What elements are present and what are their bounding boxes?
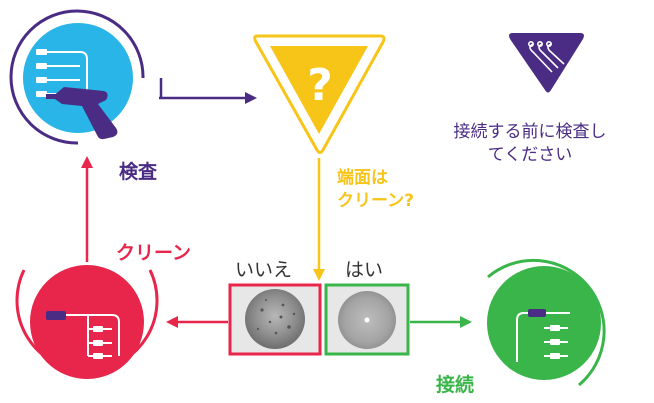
brand-logo-icon bbox=[509, 33, 584, 93]
instruction-line2: てください bbox=[487, 145, 573, 165]
arrow-no-to-clean bbox=[166, 316, 228, 328]
clean-endface-image bbox=[324, 283, 410, 356]
inspection-probe-icon bbox=[36, 49, 118, 140]
fiber-connector-icon bbox=[516, 309, 570, 362]
inspect-label: 検査 bbox=[119, 161, 158, 183]
connect-circle bbox=[487, 266, 601, 380]
question-mark-label: ? bbox=[307, 60, 333, 111]
clean-node bbox=[15, 265, 159, 379]
clean-label: クリーン bbox=[116, 242, 192, 264]
warning-triangle-fill bbox=[270, 46, 368, 134]
arrow-question-to-result bbox=[313, 158, 325, 281]
inspect-circle bbox=[23, 23, 133, 133]
yes-label: はい bbox=[345, 259, 384, 281]
connect-ring bbox=[487, 258, 606, 387]
inspect-ring bbox=[9, 9, 145, 145]
arrow-clean-to-inspect bbox=[81, 156, 93, 262]
endface-question-line2: クリーン? bbox=[337, 191, 415, 211]
instruction-line1: 接続する前に検査し bbox=[453, 122, 607, 142]
arrow-inspect-to-question bbox=[159, 78, 257, 104]
fiber-cleaner-icon bbox=[46, 311, 120, 359]
inspect-node bbox=[9, 9, 145, 145]
no-label: いいえ bbox=[235, 259, 293, 281]
dirty-endface-image bbox=[228, 283, 322, 356]
connect-node bbox=[487, 258, 606, 387]
endface-question-line1: 端面は bbox=[337, 168, 388, 188]
connect-label: 接続 bbox=[436, 374, 475, 396]
question-node bbox=[253, 34, 386, 154]
arrow-yes-to-connect bbox=[410, 316, 472, 328]
